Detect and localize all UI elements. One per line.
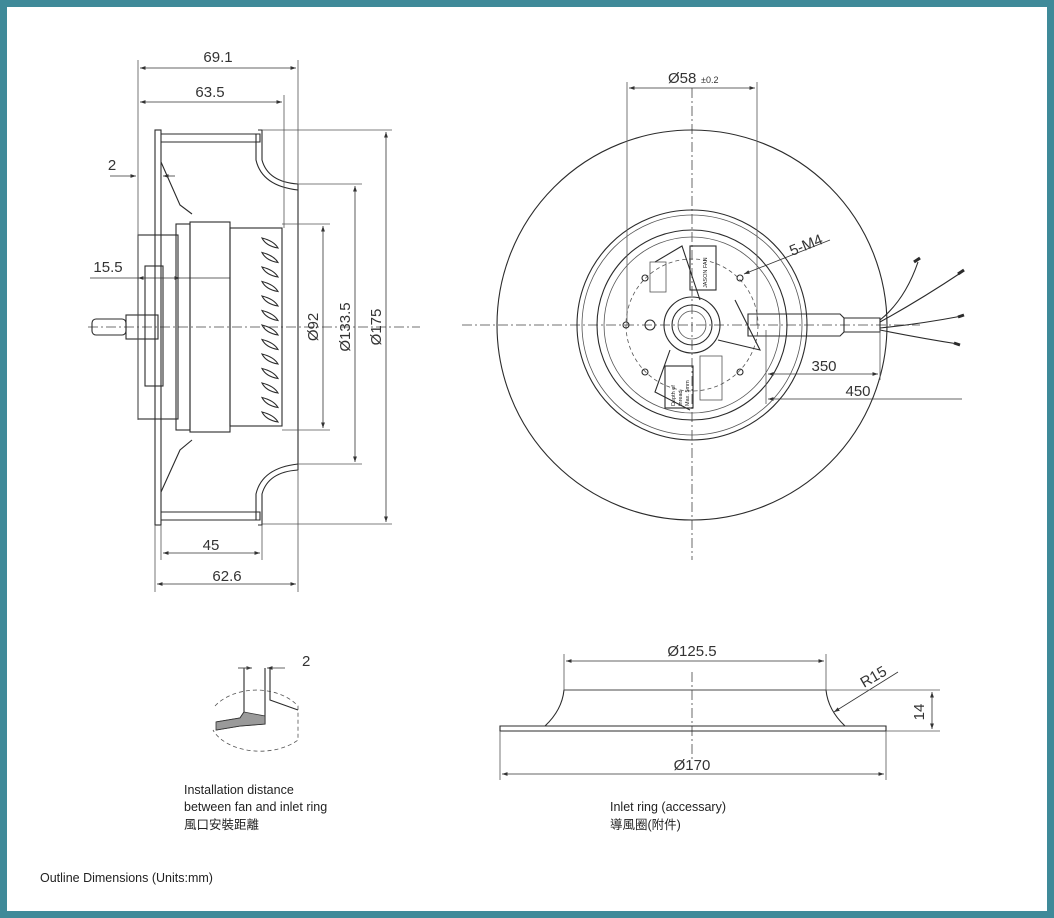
dim-phi58-tol: ±0.2 — [701, 75, 718, 85]
side-impeller-slot — [260, 309, 280, 322]
side-impeller-slot — [260, 382, 280, 394]
front-ring-2 — [581, 214, 803, 436]
side-shroud-bottom — [161, 511, 261, 521]
dim-leader-r15 — [833, 671, 899, 713]
ring-caption-line1: Inlet ring (accessary) — [610, 800, 726, 814]
side-impeller-slots — [260, 237, 280, 423]
ring-bell — [544, 689, 846, 727]
detail-caption-line1: Installation distance — [184, 783, 294, 797]
side-impeller-slot — [260, 266, 280, 278]
detail-inlet-edge — [269, 668, 299, 711]
dim-350: 350 — [811, 358, 836, 375]
front-label-plate-top — [689, 245, 717, 291]
ring-caption-line2: 導風圈(附件) — [610, 817, 681, 832]
front-wire-3 — [879, 315, 963, 329]
front-label-depth-3: Max. 5mm — [685, 380, 691, 406]
front-bolt-circle — [625, 258, 759, 392]
detail-section-fill — [215, 711, 266, 731]
dim-phi125-5: Ø125.5 — [667, 643, 716, 660]
inlet-ring-view: Ø125.5 R15 14 Ø170 Inlet ring (accessary… — [499, 643, 940, 832]
dim-phi175: Ø175 — [368, 309, 385, 346]
dim-phi170: Ø170 — [674, 757, 711, 774]
front-bolt-hole-1 — [622, 321, 630, 329]
dim-69-1: 69.1 — [203, 49, 232, 66]
front-label-depth-2: thread — [678, 390, 684, 406]
front-bolt-hole-4 — [736, 368, 744, 376]
side-motor-cap — [144, 265, 164, 387]
side-impeller-slot — [260, 280, 280, 293]
front-cable-sheath — [844, 317, 881, 333]
front-bolt-hole-2 — [641, 274, 649, 282]
front-label-rating: JASON FAN — [703, 257, 709, 288]
front-plate-left — [649, 261, 667, 293]
dim-15-5: 15.5 — [93, 259, 122, 276]
front-ring-3 — [596, 229, 788, 421]
dim-phi58: Ø58 — [668, 70, 696, 87]
side-flange — [154, 129, 162, 526]
front-view: JASON FAN Depth of thread Max. 5mm Ø58 ±… — [462, 70, 965, 560]
front-wire-1 — [879, 261, 919, 321]
front-bolt-hole-3 — [736, 274, 744, 282]
dim-450: 450 — [845, 383, 870, 400]
front-ring-4 — [603, 236, 781, 414]
detail-boundary — [212, 689, 299, 752]
dim-leader-5m4 — [743, 239, 831, 275]
side-inlet-curve-bottom-inner — [255, 463, 299, 520]
side-rotor-front — [229, 227, 283, 427]
front-outer-disc — [496, 129, 888, 521]
front-hub-bore — [677, 310, 707, 340]
front-wire-4 — [879, 329, 959, 345]
front-plate-bottom-right — [699, 355, 723, 401]
front-hub-inner — [671, 304, 713, 346]
side-impeller-slot — [260, 367, 280, 380]
dim-63-5: 63.5 — [195, 84, 224, 101]
side-inlet-curve-top-inner — [255, 134, 299, 191]
side-impeller-slot — [260, 251, 280, 264]
side-impeller-slot — [260, 396, 280, 409]
side-impeller-slot — [260, 324, 280, 336]
front-ground-symbol — [644, 319, 656, 331]
front-ring-1 — [576, 209, 808, 441]
front-spoke-right — [717, 299, 762, 351]
dim-5m4: 5-M4 — [787, 231, 825, 260]
side-impeller-slot — [260, 295, 280, 307]
front-hub-outer — [663, 296, 721, 354]
ring-flange — [499, 725, 887, 732]
footer-title: Outline Dimensions (Units:mm) — [40, 871, 213, 885]
side-hub-tab-top — [160, 161, 193, 215]
detail-caption-line3: 風口安裝距離 — [184, 817, 260, 832]
front-wire-2 — [879, 271, 963, 323]
dim-45: 45 — [203, 537, 220, 554]
detail-fan-edge — [215, 668, 245, 723]
side-inlet-curve-bottom — [258, 469, 299, 526]
side-impeller-slot — [260, 411, 280, 423]
side-inlet-curve-top — [258, 129, 299, 185]
side-shroud-top — [161, 133, 261, 143]
dim-62-6: 62.6 — [212, 568, 241, 585]
detail-caption-line2: between fan and inlet ring — [184, 800, 327, 814]
front-label-plate-bottom — [664, 365, 694, 409]
front-spoke-top — [654, 245, 701, 301]
detail-view: 2 Installation distance between fan and … — [184, 653, 327, 832]
side-impeller-slot — [260, 237, 280, 249]
dim-phi133-5: Ø133.5 — [337, 302, 354, 351]
dim-phi92: Ø92 — [305, 313, 322, 341]
front-label-depth-1: Depth of — [671, 385, 677, 406]
dim-2-detail: 2 — [302, 653, 310, 670]
side-impeller-slot — [260, 353, 280, 365]
side-hub-tab-bottom — [160, 439, 193, 493]
front-bolt-hole-5 — [641, 368, 649, 376]
side-shaft-collar — [125, 314, 159, 340]
side-view: 69.1 63.5 2 15.5 Ø92 Ø133.5 Ø175 45 — [88, 49, 420, 592]
side-impeller-slot — [260, 338, 280, 351]
front-spoke-bottom — [654, 349, 691, 411]
dim-14: 14 — [911, 704, 928, 721]
dim-2-side: 2 — [108, 157, 116, 174]
